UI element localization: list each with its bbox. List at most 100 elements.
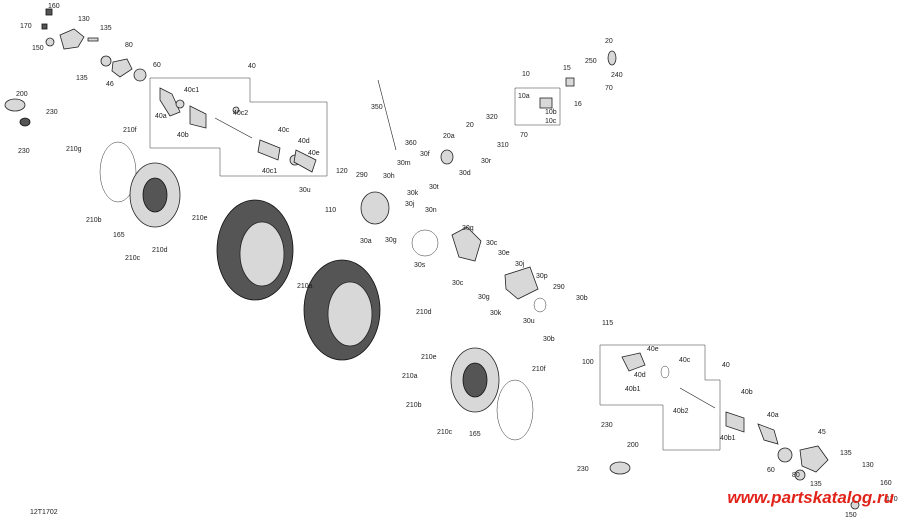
label: 40b1 <box>625 386 641 393</box>
breather-hose-350 <box>377 79 397 151</box>
label: 110 <box>325 207 337 214</box>
label: 40e <box>308 150 320 157</box>
label: 135 <box>810 481 822 488</box>
label: 360 <box>405 140 417 147</box>
label: 30n <box>425 207 437 214</box>
label: 40 <box>722 362 730 369</box>
label: 46 <box>106 81 114 88</box>
label: 230 <box>601 422 613 429</box>
label: 210d <box>416 309 432 316</box>
label: 30j <box>405 201 415 208</box>
label: 10a <box>518 93 530 100</box>
label: 30k <box>490 310 502 317</box>
ring-30u-right <box>533 297 547 313</box>
label: 30u <box>299 187 311 194</box>
label: 135 <box>100 25 112 32</box>
cv-joint-40e-lower <box>621 352 646 372</box>
bearing-60-right <box>777 447 793 463</box>
label: 150 <box>845 512 857 519</box>
label: 290 <box>553 284 565 291</box>
bolt-135 <box>87 37 99 42</box>
label: 30b <box>576 295 588 302</box>
bolt-160 <box>45 8 53 16</box>
label: 30r <box>481 158 492 165</box>
label: 210e <box>421 354 437 361</box>
label: 150 <box>32 45 44 52</box>
label: 10 <box>522 71 530 78</box>
label: 20a <box>443 133 455 140</box>
label: 30d <box>459 170 471 177</box>
label: 40b <box>741 389 753 396</box>
label: 30g <box>385 237 397 244</box>
label: 40c1 <box>184 87 200 94</box>
label: 60 <box>767 467 775 474</box>
label: 115 <box>602 320 614 327</box>
label: 250 <box>585 58 597 65</box>
label: 10c <box>545 118 557 125</box>
label: 45 <box>818 429 826 436</box>
label: 210g <box>66 146 82 153</box>
label: 60 <box>153 62 161 69</box>
label: 320 <box>486 114 498 121</box>
label: 70 <box>605 85 613 92</box>
label: 135 <box>840 450 852 457</box>
label: 16 <box>574 101 582 108</box>
shaft-40-lower <box>679 387 716 409</box>
label: 230 <box>18 148 30 155</box>
bearing-30d <box>440 149 454 165</box>
knuckle-130 <box>59 28 85 50</box>
label: 80 <box>125 42 133 49</box>
label: 310 <box>497 142 509 149</box>
hub-46 <box>111 58 133 78</box>
label: 40a <box>767 412 779 419</box>
boot-40c <box>257 139 281 161</box>
coupler-15 <box>565 77 575 87</box>
label: 210b <box>406 402 422 409</box>
label: 240 <box>611 72 623 79</box>
clamp-40c1 <box>175 99 185 109</box>
label: 210e <box>192 215 208 222</box>
tire-210a-right-inner <box>327 281 373 347</box>
label: 30m <box>397 160 411 167</box>
boot-40b <box>189 105 207 129</box>
label: 30s <box>414 262 426 269</box>
label: 165 <box>113 232 125 239</box>
label: 130 <box>78 16 90 23</box>
label: 30q <box>462 225 474 232</box>
hub-nut-230 <box>19 117 31 127</box>
label: 210c <box>437 429 453 436</box>
label: 40c <box>679 357 691 364</box>
label: 80 <box>792 472 800 479</box>
label: 230 <box>577 466 589 473</box>
label: 30e <box>498 250 510 257</box>
oring-30s <box>411 229 439 257</box>
label: 20 <box>466 122 474 129</box>
label: 210d <box>152 247 168 254</box>
label: 210c <box>125 255 141 262</box>
label: 30b <box>543 336 555 343</box>
cover-290 <box>360 191 390 225</box>
label: 170 <box>886 496 898 503</box>
tire-210a-left-inner <box>239 221 285 287</box>
label: 10b <box>545 109 557 116</box>
label: 30j <box>515 261 525 268</box>
label: 210b <box>86 217 102 224</box>
rim-center-right <box>462 362 488 398</box>
nut-170 <box>41 23 48 30</box>
label: 210a <box>402 373 418 380</box>
label: 210f <box>123 127 137 134</box>
label: 210f <box>532 366 546 373</box>
clamp-40c-lower <box>660 365 670 379</box>
label: 210a <box>297 283 313 290</box>
cv-joint-40a <box>159 87 181 117</box>
shaft-10 <box>539 97 553 109</box>
label: 40d <box>298 138 310 145</box>
boot-40b-lower <box>725 411 745 433</box>
rim-center <box>142 177 168 213</box>
label: 30f <box>420 151 430 158</box>
clamp-40c2 <box>232 106 240 114</box>
seal-20 <box>607 50 617 66</box>
washer-150 <box>45 37 55 47</box>
label: 30c <box>486 240 498 247</box>
group-box-40-top <box>149 77 328 177</box>
